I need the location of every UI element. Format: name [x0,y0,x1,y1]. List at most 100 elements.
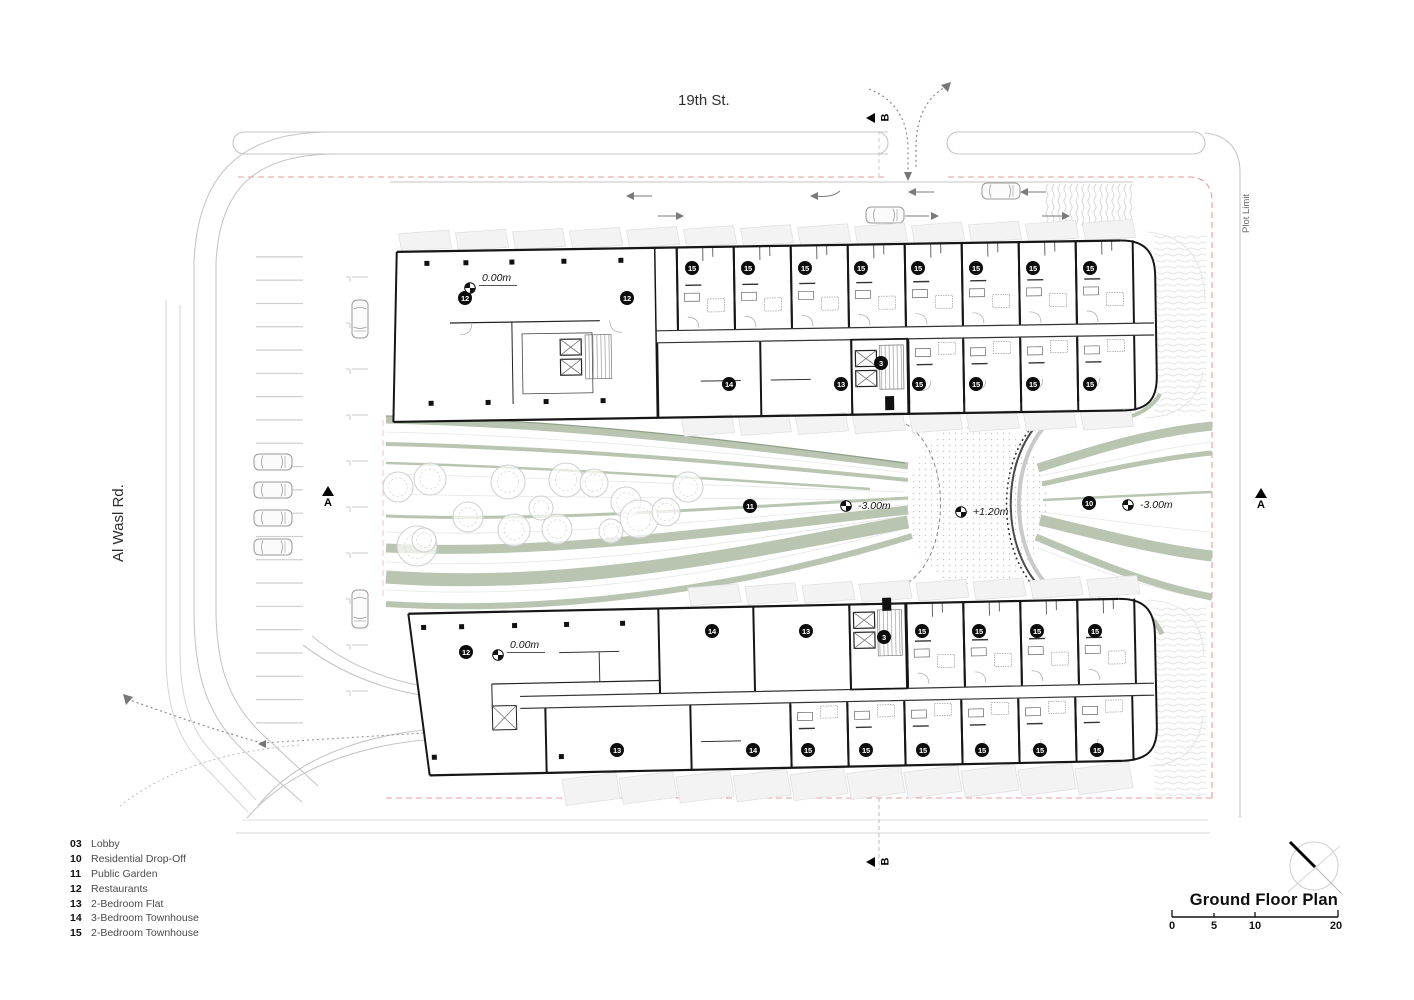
drawing-title: Ground Floor Plan [1189,891,1338,909]
unit-marker-12: 12 [458,291,472,305]
loop-road-outer [193,131,888,803]
legend-key: 11 [70,867,82,880]
car-icon [351,299,369,339]
building-south [407,574,1158,807]
traffic-arrows [626,188,1070,220]
section-marker-a-east: A [1255,488,1267,511]
curb-band [1017,413,1060,596]
plot-limit-label: Plot Limit [1241,193,1252,233]
unit-marker-15: 15 [798,261,812,275]
datum-icon [840,500,852,512]
curb-dots [1005,413,1048,599]
unit-marker-14: 14 [705,624,719,638]
level-marker: 0.00m [491,639,546,662]
datum-icon [1122,499,1134,511]
unit-marker-15: 15 [1088,624,1102,638]
scale-tick: 20 [1329,920,1343,932]
unit-marker-13: 13 [799,624,813,638]
unit-marker-15: 15 [1083,261,1097,275]
level-marker: -3.00m [839,499,891,513]
section-triangle-icon [1255,488,1267,498]
unit-marker-15: 15 [969,261,983,275]
unit-marker-15: 15 [685,261,699,275]
landscape-bands-west [385,416,913,610]
level-label: -3.00m [1140,499,1173,511]
unit-marker-13: 13 [610,743,624,757]
section-letter: A [324,497,332,509]
datum-icon [464,282,476,294]
section-triangle-icon [866,112,875,123]
legend-key: 12 [70,882,82,895]
contour-upper [1145,231,1206,419]
crosswalk-hatch [1044,184,1132,226]
car-icon [351,589,369,629]
legend-item: 13 2-Bedroom Flat [70,896,199,911]
al-wasl-edge-2 [179,305,257,801]
scale-tick: 10 [1248,920,1262,932]
section-marker-b-south: B [866,856,892,867]
level-marker: +1.20m [954,505,1008,519]
unit-marker-15: 15 [859,743,873,757]
unit-marker-15: 15 [1083,377,1097,391]
section-triangle-icon [866,856,875,867]
unit-marker-14: 14 [722,377,736,391]
unit-marker-15: 15 [972,624,986,638]
legend-label: 3-Bedroom Townhouse [91,912,199,925]
road-19th-west [232,131,889,155]
road-19th-east [946,131,1206,155]
scale-bar [1171,910,1339,918]
unit-marker-15: 15 [912,377,926,391]
unit-marker-15: 15 [854,261,868,275]
unit-marker-11: 11 [743,499,757,513]
unit-marker-12: 12 [620,291,634,305]
plaza-dashed-arc [905,423,941,585]
unit-marker-15: 15 [801,743,815,757]
legend-label: 2-Bedroom Townhouse [91,927,199,940]
car-icon [253,509,293,527]
level-marker: 0.00m [463,272,518,295]
section-letter: A [1257,499,1265,511]
road-right-edge [1204,132,1241,818]
unit-marker-15: 15 [915,624,929,638]
section-letter: B [879,857,892,866]
north-arrow-icon [1287,840,1343,895]
al-wasl-edge-1 [165,300,249,813]
landscape-bands-east [1034,392,1213,636]
street-label-19th: 19th St. [678,92,730,109]
unit-marker-15: 15 [1026,377,1040,391]
unit-marker-15: 15 [1030,624,1044,638]
unit-marker-13: 13 [834,377,848,391]
unit-marker-3: 3 [874,356,888,370]
datum-icon [492,649,504,661]
unit-marker-15: 15 [916,743,930,757]
car-icon [865,206,905,224]
datum-icon [955,506,967,518]
legend-item: 03 Lobby [70,837,199,852]
unit-marker-15: 15 [1026,261,1040,275]
buildings-layer [392,218,1158,807]
unit-marker-12: 12 [459,645,473,659]
legend-label: 2-Bedroom Flat [91,897,164,910]
legend-key: 03 [70,838,82,851]
legend-key: 10 [70,853,82,866]
section-triangle-icon [322,486,334,496]
legend-label: Lobby [91,838,120,851]
building-north [392,218,1158,437]
street-label-al-wasl: Al Wasl Rd. [110,484,127,562]
unit-marker-15: 15 [975,743,989,757]
car-icon [253,453,293,471]
unit-marker-15: 15 [1090,743,1104,757]
contour-lower [1147,599,1205,767]
legend-key: 13 [70,897,82,910]
car-icon [253,481,293,499]
section-marker-a-west: A [322,486,334,509]
unit-marker-15: 15 [969,377,983,391]
unit-marker-3: 3 [877,630,891,644]
